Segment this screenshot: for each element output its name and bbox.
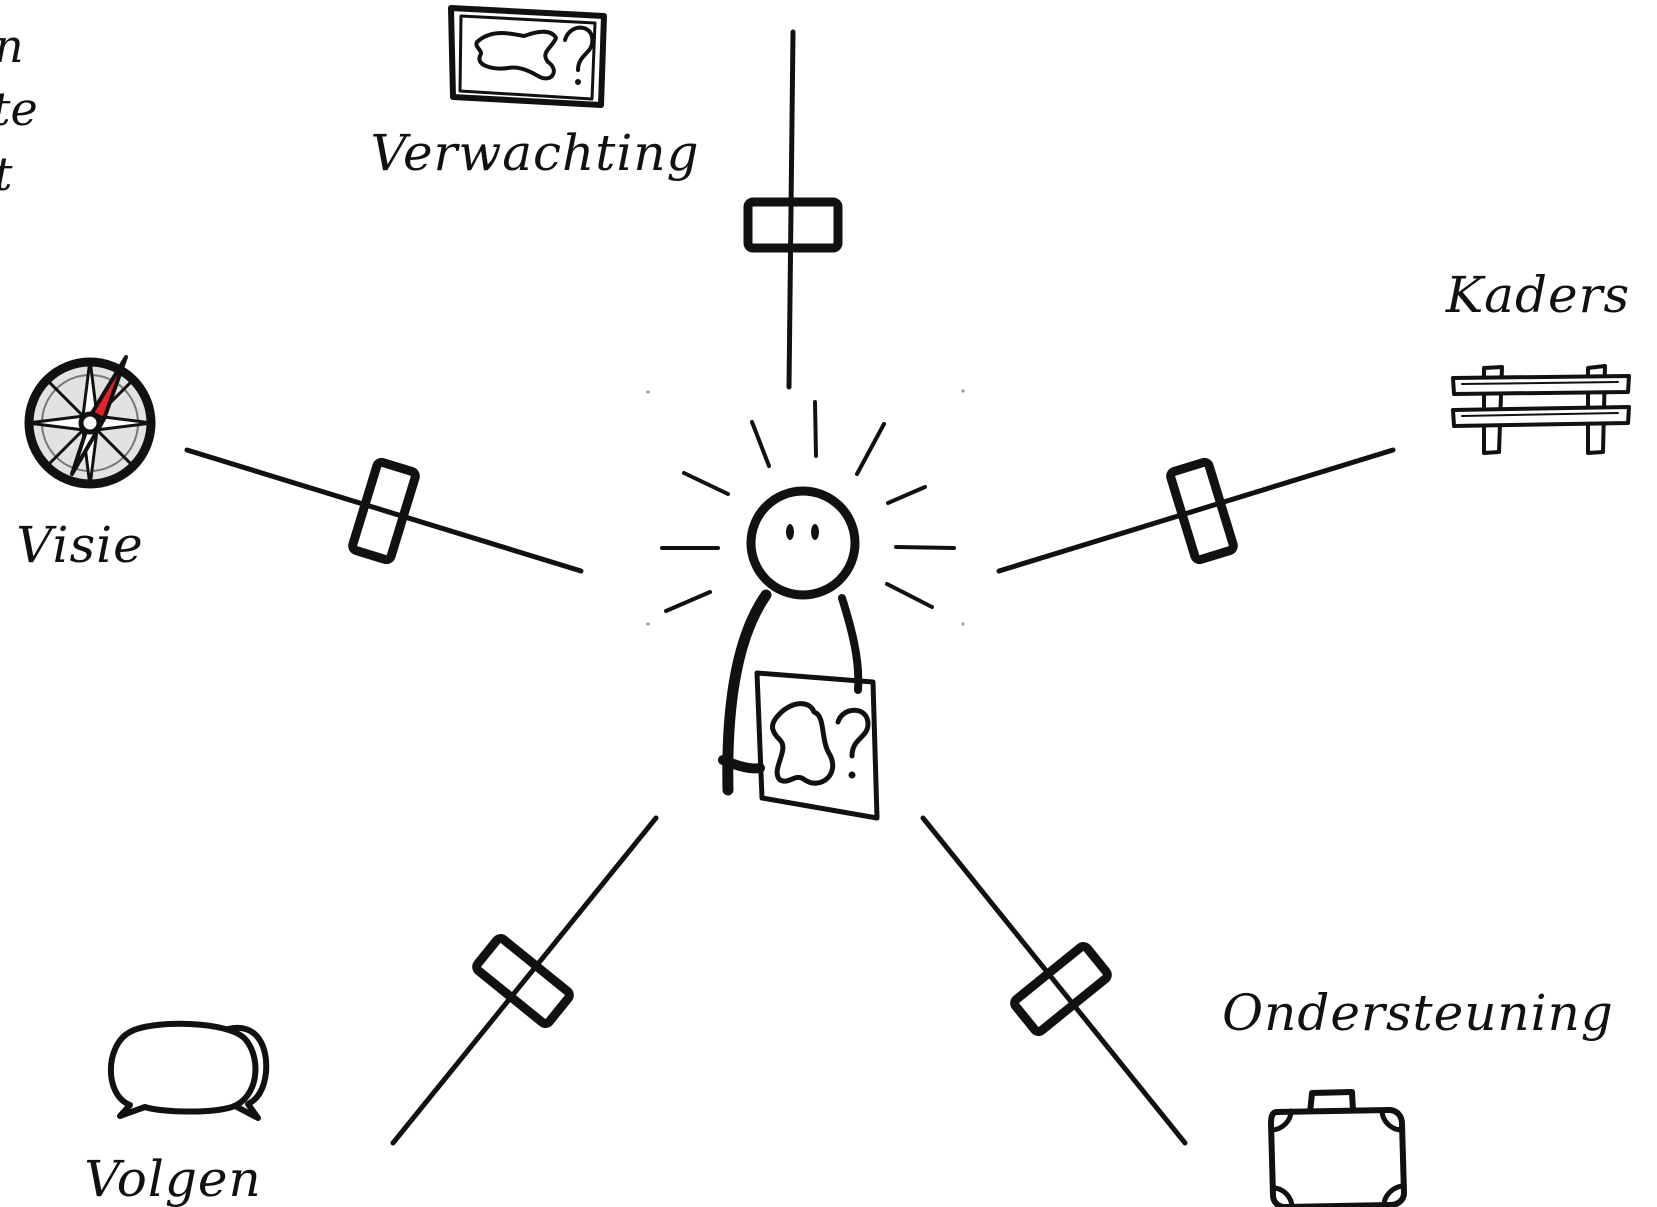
suitcase-icon <box>1268 1089 1407 1207</box>
node-verwachting: Verwachting <box>370 5 699 182</box>
label-volgen: Volgen <box>84 1150 261 1207</box>
cropped-text: n te t <box>0 19 38 201</box>
cropped-text-line-2: te <box>0 82 38 136</box>
slider-line <box>920 815 1188 1146</box>
slider-kaders <box>996 447 1396 574</box>
body-right <box>838 594 863 694</box>
slider-handle <box>1166 457 1238 565</box>
node-visie: Visie <box>16 355 156 574</box>
map-question-icon <box>448 5 607 108</box>
label-visie: Visie <box>16 516 143 574</box>
slider-line <box>390 815 659 1146</box>
slider-volgen <box>390 815 659 1146</box>
cropped-text-line-1: n <box>0 19 24 73</box>
slider-line <box>996 447 1396 574</box>
slider-visie <box>184 447 584 574</box>
node-ondersteuning: Ondersteuning <box>1222 984 1614 1207</box>
compass-icon <box>24 355 156 489</box>
slider-handle <box>472 934 574 1028</box>
slider-handle <box>1010 942 1112 1036</box>
slider-line <box>184 447 584 574</box>
eye-left <box>786 524 794 540</box>
slider-line <box>786 29 796 390</box>
slider-verwachting <box>743 29 843 390</box>
fence-icon <box>1451 364 1631 455</box>
slider-handle <box>348 457 420 565</box>
head <box>746 486 860 600</box>
glow-rays <box>660 400 956 613</box>
arm <box>718 755 765 774</box>
slider-ondersteuning <box>920 815 1188 1146</box>
glow-dots <box>646 389 965 626</box>
label-verwachting: Verwachting <box>370 124 699 182</box>
node-kaders: Kaders <box>1445 266 1631 455</box>
question-mark <box>835 707 871 759</box>
eye-right <box>811 524 819 540</box>
slider-handle <box>743 197 843 253</box>
label-ondersteuning: Ondersteuning <box>1222 984 1614 1042</box>
person-holding-map-icon <box>646 389 965 821</box>
cropped-text-line-3: t <box>0 147 13 201</box>
label-kaders: Kaders <box>1445 266 1630 324</box>
held-map <box>754 670 880 821</box>
speech-bubbles-icon <box>107 1020 270 1121</box>
node-volgen: Volgen <box>84 1020 270 1207</box>
question-mark-dot <box>848 771 856 779</box>
map-island-outline <box>770 701 836 786</box>
